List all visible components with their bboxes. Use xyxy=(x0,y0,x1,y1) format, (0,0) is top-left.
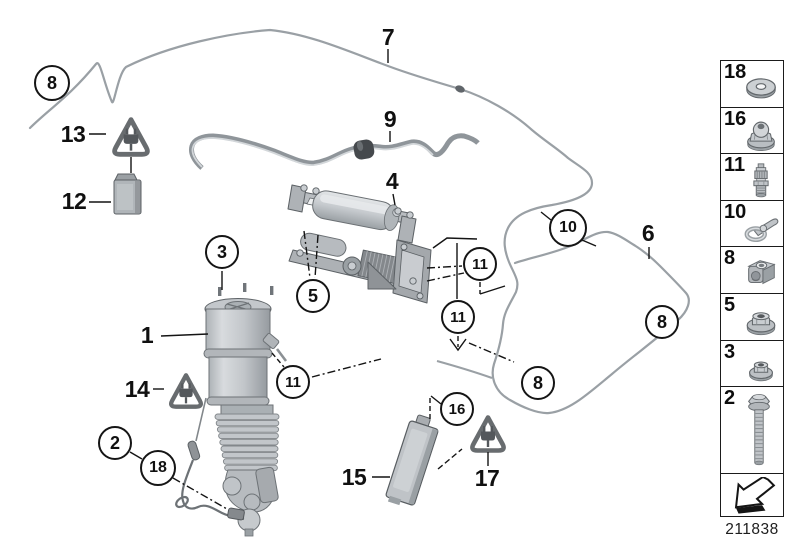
callout-circle-11[interactable]: 11 xyxy=(441,300,475,334)
callout-label-1[interactable]: 1 xyxy=(140,322,154,348)
callout-circle-16[interactable]: 16 xyxy=(440,392,474,426)
air-hose-9 xyxy=(189,133,480,170)
cap-nut-icon xyxy=(740,115,782,153)
diagram-number: 211838 xyxy=(725,521,779,538)
strut-lower-knuckle xyxy=(222,466,279,537)
callout-circle-8[interactable]: 8 xyxy=(34,65,70,101)
legend-item-18[interactable]: 18 xyxy=(720,60,784,108)
callout-circle-10[interactable]: 10 xyxy=(549,209,587,247)
legend-item-3[interactable]: 3 xyxy=(720,339,784,388)
air-line-7-and-6 xyxy=(28,28,690,415)
control-module-12 xyxy=(113,173,142,215)
callout-label-12[interactable]: 12 xyxy=(61,188,87,214)
legend-number: 8 xyxy=(724,247,736,270)
callout-circle-8[interactable]: 8 xyxy=(521,366,555,400)
callout-label-13[interactable]: 13 xyxy=(60,121,86,147)
legend-footer[interactable] xyxy=(720,472,784,517)
line-holder-icon xyxy=(740,254,782,292)
callout-label-17[interactable]: 17 xyxy=(474,465,500,491)
legend-number: 16 xyxy=(724,107,747,130)
legend-item-10[interactable]: 10 xyxy=(720,199,784,248)
callout-circle-18[interactable]: 18 xyxy=(140,450,176,486)
callout-circle-11[interactable]: 11 xyxy=(276,365,310,399)
callout-label-6[interactable]: 6 xyxy=(641,220,655,246)
legend-item-16[interactable]: 16 xyxy=(720,106,784,155)
control-module-15 xyxy=(385,414,439,506)
legend-item-8[interactable]: 8 xyxy=(720,246,784,295)
callout-circle-2[interactable]: 2 xyxy=(98,426,132,460)
callout-label-15[interactable]: 15 xyxy=(341,464,367,490)
legend-number: 11 xyxy=(724,154,746,177)
callout-circle-3[interactable]: 3 xyxy=(205,235,239,269)
callout-label-14[interactable]: 14 xyxy=(124,376,150,402)
legend-number: 5 xyxy=(724,294,736,317)
leader-lines xyxy=(89,49,650,510)
callout-circle-11[interactable]: 11 xyxy=(463,247,497,281)
parts-legend: 18 16 11 10 8 5 3 2 xyxy=(720,60,784,517)
legend-item-2[interactable]: 2 xyxy=(720,386,784,475)
direction-arrow-icon xyxy=(724,475,780,514)
callout-label-4[interactable]: 4 xyxy=(385,168,399,194)
compressor-unit xyxy=(287,184,432,304)
legend-item-11[interactable]: 11 xyxy=(720,153,784,202)
legend-number: 3 xyxy=(724,340,736,363)
valve-fitting-icon xyxy=(740,161,782,199)
hose-clamp-icon xyxy=(740,208,782,246)
callout-circle-8[interactable]: 8 xyxy=(645,305,679,339)
callout-circle-5[interactable]: 5 xyxy=(296,279,330,313)
sensor-cable xyxy=(175,397,245,521)
washer-icon xyxy=(740,68,782,106)
callout-label-7[interactable]: 7 xyxy=(381,24,395,50)
flange-bolt-icon xyxy=(739,391,779,470)
air-spring-strut xyxy=(175,283,288,537)
line-clip xyxy=(455,85,465,93)
flange-nut-icon xyxy=(740,301,782,339)
flange-nut-small-icon xyxy=(740,348,782,386)
legend-number: 10 xyxy=(724,200,747,223)
legend-item-5[interactable]: 5 xyxy=(720,293,784,342)
legend-number: 18 xyxy=(724,61,747,83)
strut-air-fitting xyxy=(262,332,288,362)
callout-label-9[interactable]: 9 xyxy=(383,106,397,132)
legend-number: 2 xyxy=(724,387,736,410)
